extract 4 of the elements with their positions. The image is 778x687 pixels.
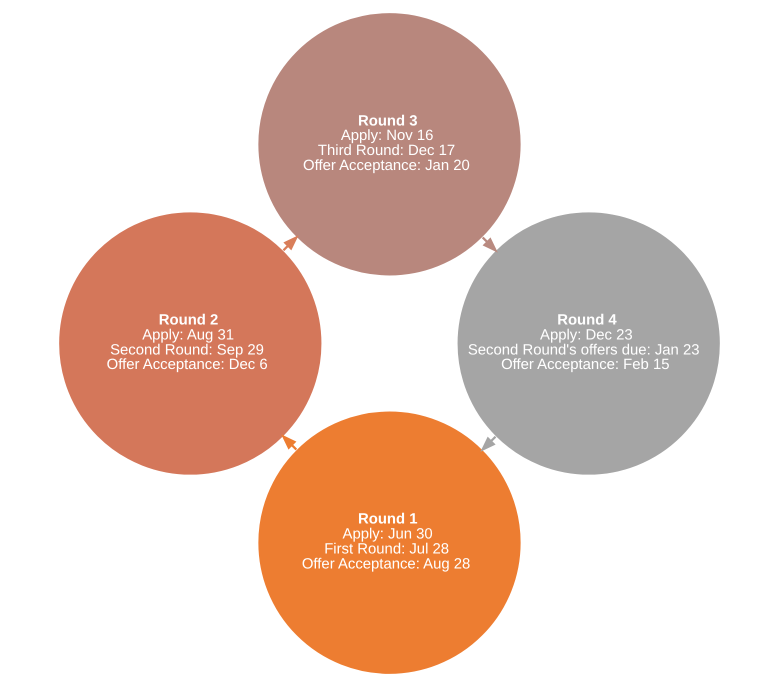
- node-circle: Round 4 Apply: Dec 23 Second Round's offers due: Jan 23 Offer Acceptance: Feb 15: [456, 211, 720, 476]
- node-circle: Round 2 Apply: Aug 31 Second Round: Sep 29 Offer Acceptance: Dec 6: [58, 211, 322, 476]
- node-circle: Round 1 Apply: Jun 30 First Round: Jul 28 Offer Acceptance: Aug 28: [256, 410, 522, 675]
- node-circle: Round 3 Apply: Nov 16 Third Round: Dec 17 Offer Acceptance: Jan 20: [256, 12, 522, 277]
